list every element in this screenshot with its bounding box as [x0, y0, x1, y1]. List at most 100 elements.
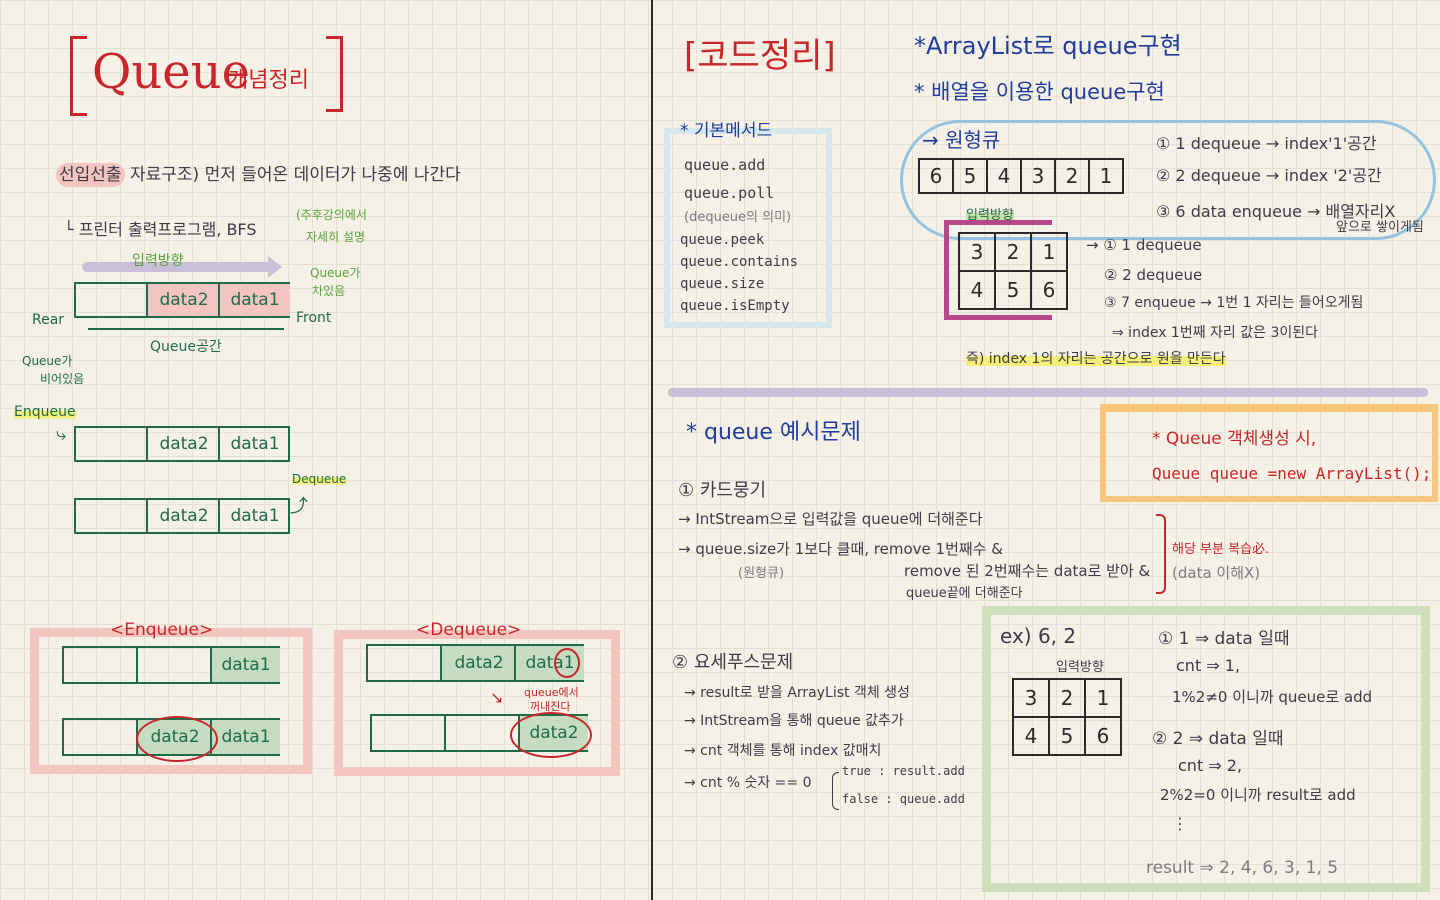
queue-cell [372, 716, 446, 750]
arraylist-title: *ArrayList로 queue구현 [914, 32, 1182, 60]
array-cell: 5 [952, 158, 988, 194]
problem2-branch-brace [832, 772, 839, 810]
problem1-line-2: → queue.size가 1보다 클때, remove 1번째수 & [678, 540, 1003, 558]
queue-diagram-1: data2 data1 [74, 282, 290, 318]
grid-direction-label: 입력방향 [966, 204, 1014, 223]
queue-space-label: Queue공간 [150, 339, 222, 355]
title-bracket-left [70, 36, 87, 116]
grid-cell: 2 [1048, 678, 1086, 718]
problem1-title: ① 카드뭉기 [678, 480, 767, 501]
queue-cell [76, 500, 148, 532]
problem1-line-4: remove 된 2번째수는 data로 받아 & [904, 562, 1151, 580]
direction-arrow-head [268, 256, 282, 278]
problem2-line-2: → IntStream을 통해 queue 값추가 [684, 713, 904, 729]
example-step-7: ⋮ [1172, 814, 1188, 833]
problem1-side-note-1: 해당 부분 복습必. [1172, 542, 1270, 557]
grid-cell: 3 [958, 232, 996, 272]
queue-cell [76, 428, 148, 460]
grid-note-2: ② 2 dequeue [1104, 266, 1203, 284]
enqueue-panel-row-1: data1 [62, 646, 280, 684]
grid-cell: 1 [1084, 678, 1122, 718]
problem2-branch-false: false : queue.add [842, 792, 965, 806]
grid-cell: 6 [1030, 270, 1068, 310]
circular-grid-frame [944, 220, 1052, 320]
section-separator [668, 388, 1428, 397]
problem1-line-5: queue끝에 더해준다 [906, 586, 1023, 601]
problem2-line-3: → cnt 객체를 통해 index 값매치 [684, 743, 882, 759]
problem1-side-note-2: (data 이해X) [1172, 564, 1261, 582]
method-poll: queue.poll [684, 184, 775, 202]
array-cell: 2 [1054, 158, 1090, 194]
title-bracket-right [326, 36, 343, 112]
circular-note-2: ② 2 dequeue → index '2'공간 [1156, 166, 1382, 185]
dequeue-arrow-icon: ↘ [490, 688, 504, 707]
example-grid: 3 2 1 4 5 6 [1012, 678, 1122, 756]
example-box [982, 606, 1430, 892]
grid-cell: 5 [994, 270, 1032, 310]
grid-cell: 2 [994, 232, 1032, 272]
queue-cell: data1 [210, 720, 280, 754]
grid-note-3: ③ 7 enqueue → 1번 1 자리는 들어오게됨 [1104, 295, 1364, 311]
queue-space-brace [88, 328, 284, 330]
queue-cell: data1 [218, 428, 290, 460]
queue-diagram-2: data2 data1 [74, 426, 290, 462]
problem2-branch-true: true : result.add [842, 764, 965, 778]
queue-cell: data2 [146, 428, 220, 460]
queue-empty-note-2: 비어있음 [40, 372, 85, 386]
rear-label: Rear [32, 312, 65, 328]
example-step-5: cnt ⇒ 2, [1178, 756, 1243, 775]
queue-empty-note-1: Queue가 [22, 354, 73, 368]
dequeue-panel-title: <Dequeue> [416, 620, 522, 640]
problem2-line-1: → result로 받을 ArrayList 객체 생성 [684, 685, 910, 701]
direction-arrow-bar [82, 262, 272, 272]
circular-queue-oval [900, 120, 1436, 240]
queue-cell [64, 720, 138, 754]
page-subtitle: 개념정리 [228, 68, 309, 93]
queue-full-note-1: Queue가 [310, 266, 361, 280]
method-size: queue.size [680, 276, 765, 292]
queue-cell: data1 [218, 500, 290, 532]
grid-cell: 6 [1084, 716, 1122, 756]
circular-note-1: ① 1 dequeue → index'1'공간 [1156, 134, 1377, 153]
enqueue-arrow-icon: ⤷ [56, 424, 67, 445]
problem1-line-3: (원형큐) [738, 566, 785, 581]
queue-cell [64, 648, 138, 682]
dequeue-highlight-circle [510, 712, 592, 758]
example-step-1: ① 1 ⇒ data 일때 [1158, 629, 1290, 649]
enqueue-label: Enqueue [14, 404, 76, 420]
page-divider [651, 0, 653, 900]
queue-cell: data2 [146, 284, 220, 316]
dequeue-note-1: queue에서 [524, 686, 579, 699]
example-step-3: 1%2≠0 이니까 queue로 add [1172, 688, 1373, 706]
enqueue-panel-title: <Enqueue> [110, 620, 214, 640]
direction-label: 입력방향 [132, 253, 184, 269]
object-note-2: Queue queue =new ArrayList(); [1152, 464, 1432, 483]
object-note-1: * Queue 객체생성 시, [1152, 429, 1317, 449]
example-title: * queue 예시문제 [686, 420, 861, 445]
queue-cell [76, 284, 148, 316]
dequeue-label: Dequeue [292, 472, 347, 486]
circular-conclusion: 즉) index 1의 자리는 공간으로 원을 만든다 [966, 348, 1226, 368]
page-title: Queue [92, 44, 250, 100]
methods-title: * 기본메서드 [680, 121, 773, 141]
front-label: Front [296, 310, 332, 326]
method-poll-meaning: (dequeue의 의미) [684, 210, 792, 225]
circular-note-4: 앞으로 쌓이게됨 [1336, 220, 1424, 235]
example-result: result ⇒ 2, 4, 6, 3, 1, 5 [1146, 858, 1339, 878]
array-queue-title: * 배열을 이용한 queue구현 [914, 80, 1165, 104]
method-add: queue.add [684, 156, 766, 174]
queue-cell: data2 [146, 500, 220, 532]
queue-cell: data1 [218, 284, 290, 316]
dequeue-note-2: 꺼내진다 [530, 700, 571, 713]
dequeue-small-circle [554, 648, 580, 678]
grid-note-1: → ① 1 dequeue [1086, 236, 1202, 254]
method-isempty: queue.isEmpty [680, 298, 790, 314]
object-note-box [1100, 404, 1438, 502]
grid-cell: 3 [1012, 678, 1050, 718]
dequeue-arrow-icon: ⤴ [290, 496, 308, 517]
queue-cell: data2 [440, 646, 516, 680]
fifo-highlight: 선입선출 [56, 163, 125, 187]
example-step-6: 2%2=0 이니까 result로 add [1160, 786, 1356, 804]
grid-cell: 4 [1012, 716, 1050, 756]
problem2-title: ② 요세푸스문제 [672, 652, 794, 673]
